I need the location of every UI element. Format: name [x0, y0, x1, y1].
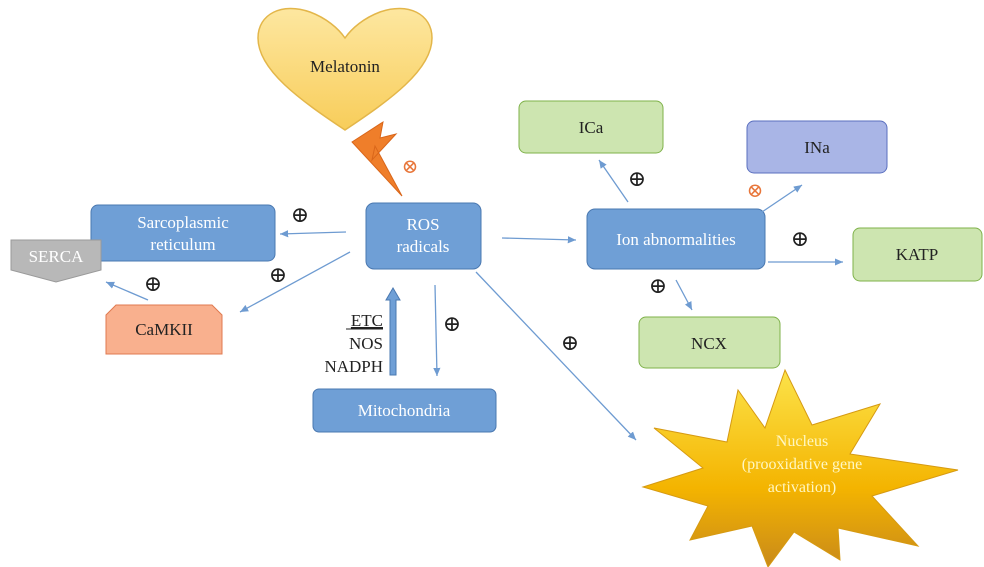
production-up-arrow: [385, 287, 401, 376]
arrow-ion-to-ncx: [675, 279, 693, 311]
arrow-camkii-to-serca: [105, 281, 149, 301]
serca-label: SERCA: [29, 247, 85, 266]
plus-ion-ncx: ⊕: [649, 273, 667, 298]
katp-box: [852, 227, 983, 282]
ion-abnormalities-label: Ion abnormalities: [616, 230, 735, 249]
nucleus-label-line1: Nucleus: [776, 433, 828, 450]
source-nos: NOS: [349, 334, 383, 353]
ica-label: ICa: [579, 118, 604, 137]
plus-ros-mitochondria: ⊕: [443, 311, 461, 336]
mitochondria-label: Mitochondria: [358, 401, 451, 420]
ina-box: [746, 120, 888, 174]
nucleus-label-line2: (prooxidative gene: [742, 456, 862, 473]
ina-label: INa: [804, 138, 830, 157]
ros-label-line1: ROS: [406, 215, 439, 234]
ica-box: [518, 100, 664, 154]
arrow-ion-to-ina: [761, 184, 803, 213]
camkii-label: CaMKII: [135, 320, 193, 339]
melatonin-label: Melatonin: [310, 57, 380, 76]
ncx-label: NCX: [691, 334, 727, 353]
inhibit-symbol-ina: ⊗: [747, 180, 764, 202]
sarcoplasmic-label-line2: reticulum: [150, 235, 215, 254]
sarcoplasmic-reticulum-box: [90, 204, 276, 262]
melatonin-heart-shape: [257, 7, 433, 131]
nucleus-starburst: [641, 368, 959, 567]
ion-abnormalities-box: [586, 208, 766, 270]
arrow-ion-to-ica: [598, 159, 629, 203]
plus-ros-sr: ⊕: [291, 202, 309, 227]
camkii-shape: [105, 304, 223, 355]
arrow-ros-to-sr: [279, 230, 347, 238]
serca-shape: [10, 239, 102, 283]
sarcoplasmic-label-line1: Sarcoplasmic: [137, 213, 229, 232]
source-nadph: NADPH: [324, 357, 383, 376]
nucleus-label-line3: activation): [768, 479, 836, 496]
plus-ion-katp: ⊕: [791, 226, 809, 251]
katp-label: KATP: [896, 245, 939, 264]
arrow-ros-to-camkii: [239, 251, 351, 313]
lightning-bolt-icon: [351, 120, 403, 197]
plus-ros-camkii: ⊕: [269, 262, 287, 287]
inhibit-symbol-melatonin: ⊗: [402, 156, 419, 178]
arrow-ros-to-nucleus: [475, 271, 637, 441]
plus-ion-ica: ⊕: [628, 166, 646, 191]
ros-label-line2: radicals: [397, 237, 450, 256]
plus-camkii-serca: ⊕: [144, 271, 162, 296]
source-etc: ETC: [351, 311, 383, 330]
mitochondria-box: [312, 388, 497, 433]
ros-radicals-box: [365, 202, 482, 270]
ncx-box: [638, 316, 781, 369]
arrow-ros-to-ion: [501, 236, 577, 244]
plus-ros-nucleus: ⊕: [561, 330, 579, 355]
arrow-ros-to-mitochondria: [433, 284, 441, 377]
